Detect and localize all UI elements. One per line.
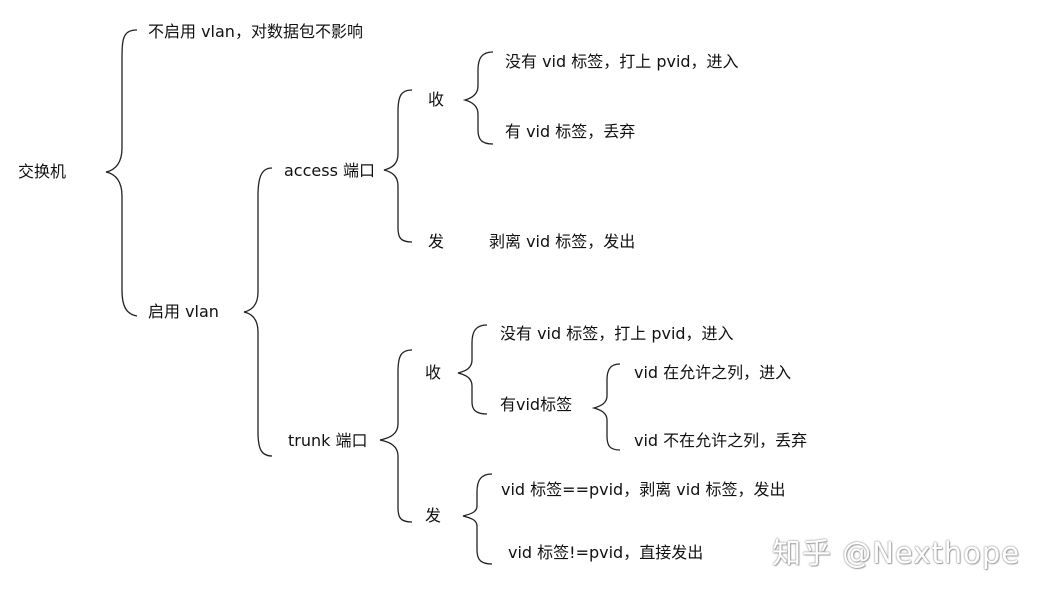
access-receive-tag: 有 vid 标签，丢弃 [505, 122, 636, 141]
brace-trunk [379, 349, 413, 523]
brace-root [105, 29, 138, 317]
trunk-receive-no-tag: 没有 vid 标签，打上 pvid，进入 [500, 324, 734, 343]
brace-vlan [243, 167, 273, 457]
vlan-label: 启用 vlan [148, 302, 219, 321]
watermark: 知乎 @Nexthope [772, 536, 1021, 570]
trunk-receive-label: 收 [425, 363, 442, 382]
brace-access [383, 89, 413, 243]
brace-access-receive [462, 51, 494, 145]
brace-trunk-tag [591, 363, 621, 451]
no-vlan-label: 不启用 vlan，对数据包不影响 [148, 22, 363, 41]
access-receive-label: 收 [428, 90, 445, 109]
trunk-send-label: 发 [425, 506, 442, 525]
brace-trunk-send [462, 473, 493, 565]
trunk-send-not-equal: vid 标签!=pvid，直接发出 [508, 543, 704, 562]
access-send-action: 剥离 vid 标签，发出 [489, 232, 636, 251]
access-send-label: 发 [428, 232, 445, 251]
trunk-tag-not-allowed: vid 不在允许之列，丢弃 [634, 431, 808, 450]
trunk-send-equal: vid 标签==pvid，剥离 vid 标签，发出 [501, 480, 786, 499]
brace-trunk-receive [457, 324, 488, 415]
access-receive-no-tag: 没有 vid 标签，打上 pvid，进入 [505, 52, 739, 71]
trunk-tag-allowed: vid 在允许之列，进入 [634, 363, 792, 382]
trunk-receive-tag: 有vid标签 [500, 395, 573, 414]
root-label: 交换机 [18, 162, 67, 181]
trunk-port-label: trunk 端口 [288, 431, 368, 450]
access-port-label: access 端口 [284, 161, 376, 180]
